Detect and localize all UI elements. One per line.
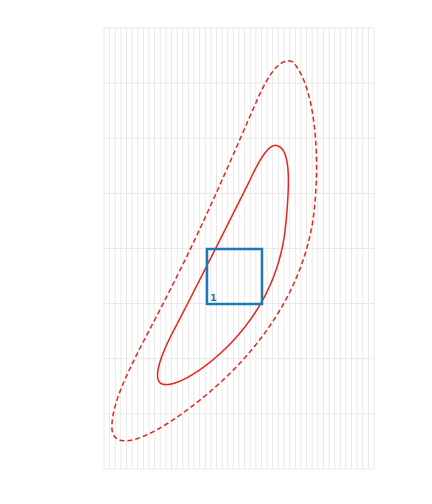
box-label: 1 xyxy=(210,293,217,304)
outer-contour xyxy=(111,60,318,442)
highlight-box xyxy=(205,247,264,306)
inner-contour xyxy=(156,144,290,386)
